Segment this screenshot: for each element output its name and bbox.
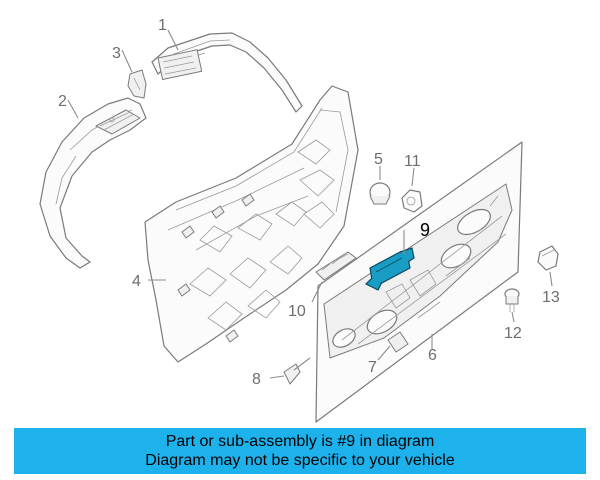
- callout-9: 9: [420, 220, 430, 240]
- callout-1: 1: [158, 17, 167, 34]
- part-10-bracket[interactable]: [315, 251, 357, 281]
- part-5-knob[interactable]: [369, 182, 391, 205]
- callout-labels: 1 2 3 4 5 6 7 8 9 10 11 12 13: [58, 17, 560, 388]
- info-banner: Part or sub-assembly is #9 in diagram Di…: [14, 428, 586, 474]
- callout-12: 12: [504, 325, 522, 342]
- part-12-fastener[interactable]: [504, 288, 520, 312]
- callout-10: 10: [288, 303, 306, 320]
- banner-line-1: Part or sub-assembly is #9 in diagram: [165, 433, 435, 450]
- callout-7: 7: [368, 359, 377, 376]
- part-1-upper-trim[interactable]: [151, 32, 303, 113]
- callout-6: 6: [428, 347, 437, 364]
- part-2-side-trim[interactable]: [39, 97, 147, 269]
- banner-line-2: Diagram may not be specific to your vehi…: [145, 452, 455, 469]
- leader-lines: [67, 29, 553, 379]
- callout-11: 11: [404, 153, 421, 170]
- callout-8: 8: [252, 371, 261, 388]
- part-3-clip[interactable]: [127, 69, 147, 99]
- callout-2: 2: [58, 93, 67, 110]
- callout-5: 5: [374, 151, 383, 168]
- part-4-trim-panel[interactable]: [144, 85, 359, 363]
- part-9-actuator-highlighted[interactable]: [364, 247, 415, 291]
- part-7-clip[interactable]: [387, 331, 409, 353]
- part-13-connector[interactable]: [537, 245, 559, 271]
- part-8-bolt[interactable]: [283, 357, 311, 385]
- callout-3: 3: [112, 45, 121, 62]
- callout-13: 13: [542, 289, 560, 306]
- callout-4: 4: [132, 273, 141, 290]
- part-6-lower-panel[interactable]: [315, 141, 523, 423]
- parts-diagram: 1 2 3 4 5 6 7 8 9 10 11 12 13: [39, 17, 560, 423]
- part-11-cap[interactable]: [401, 189, 423, 213]
